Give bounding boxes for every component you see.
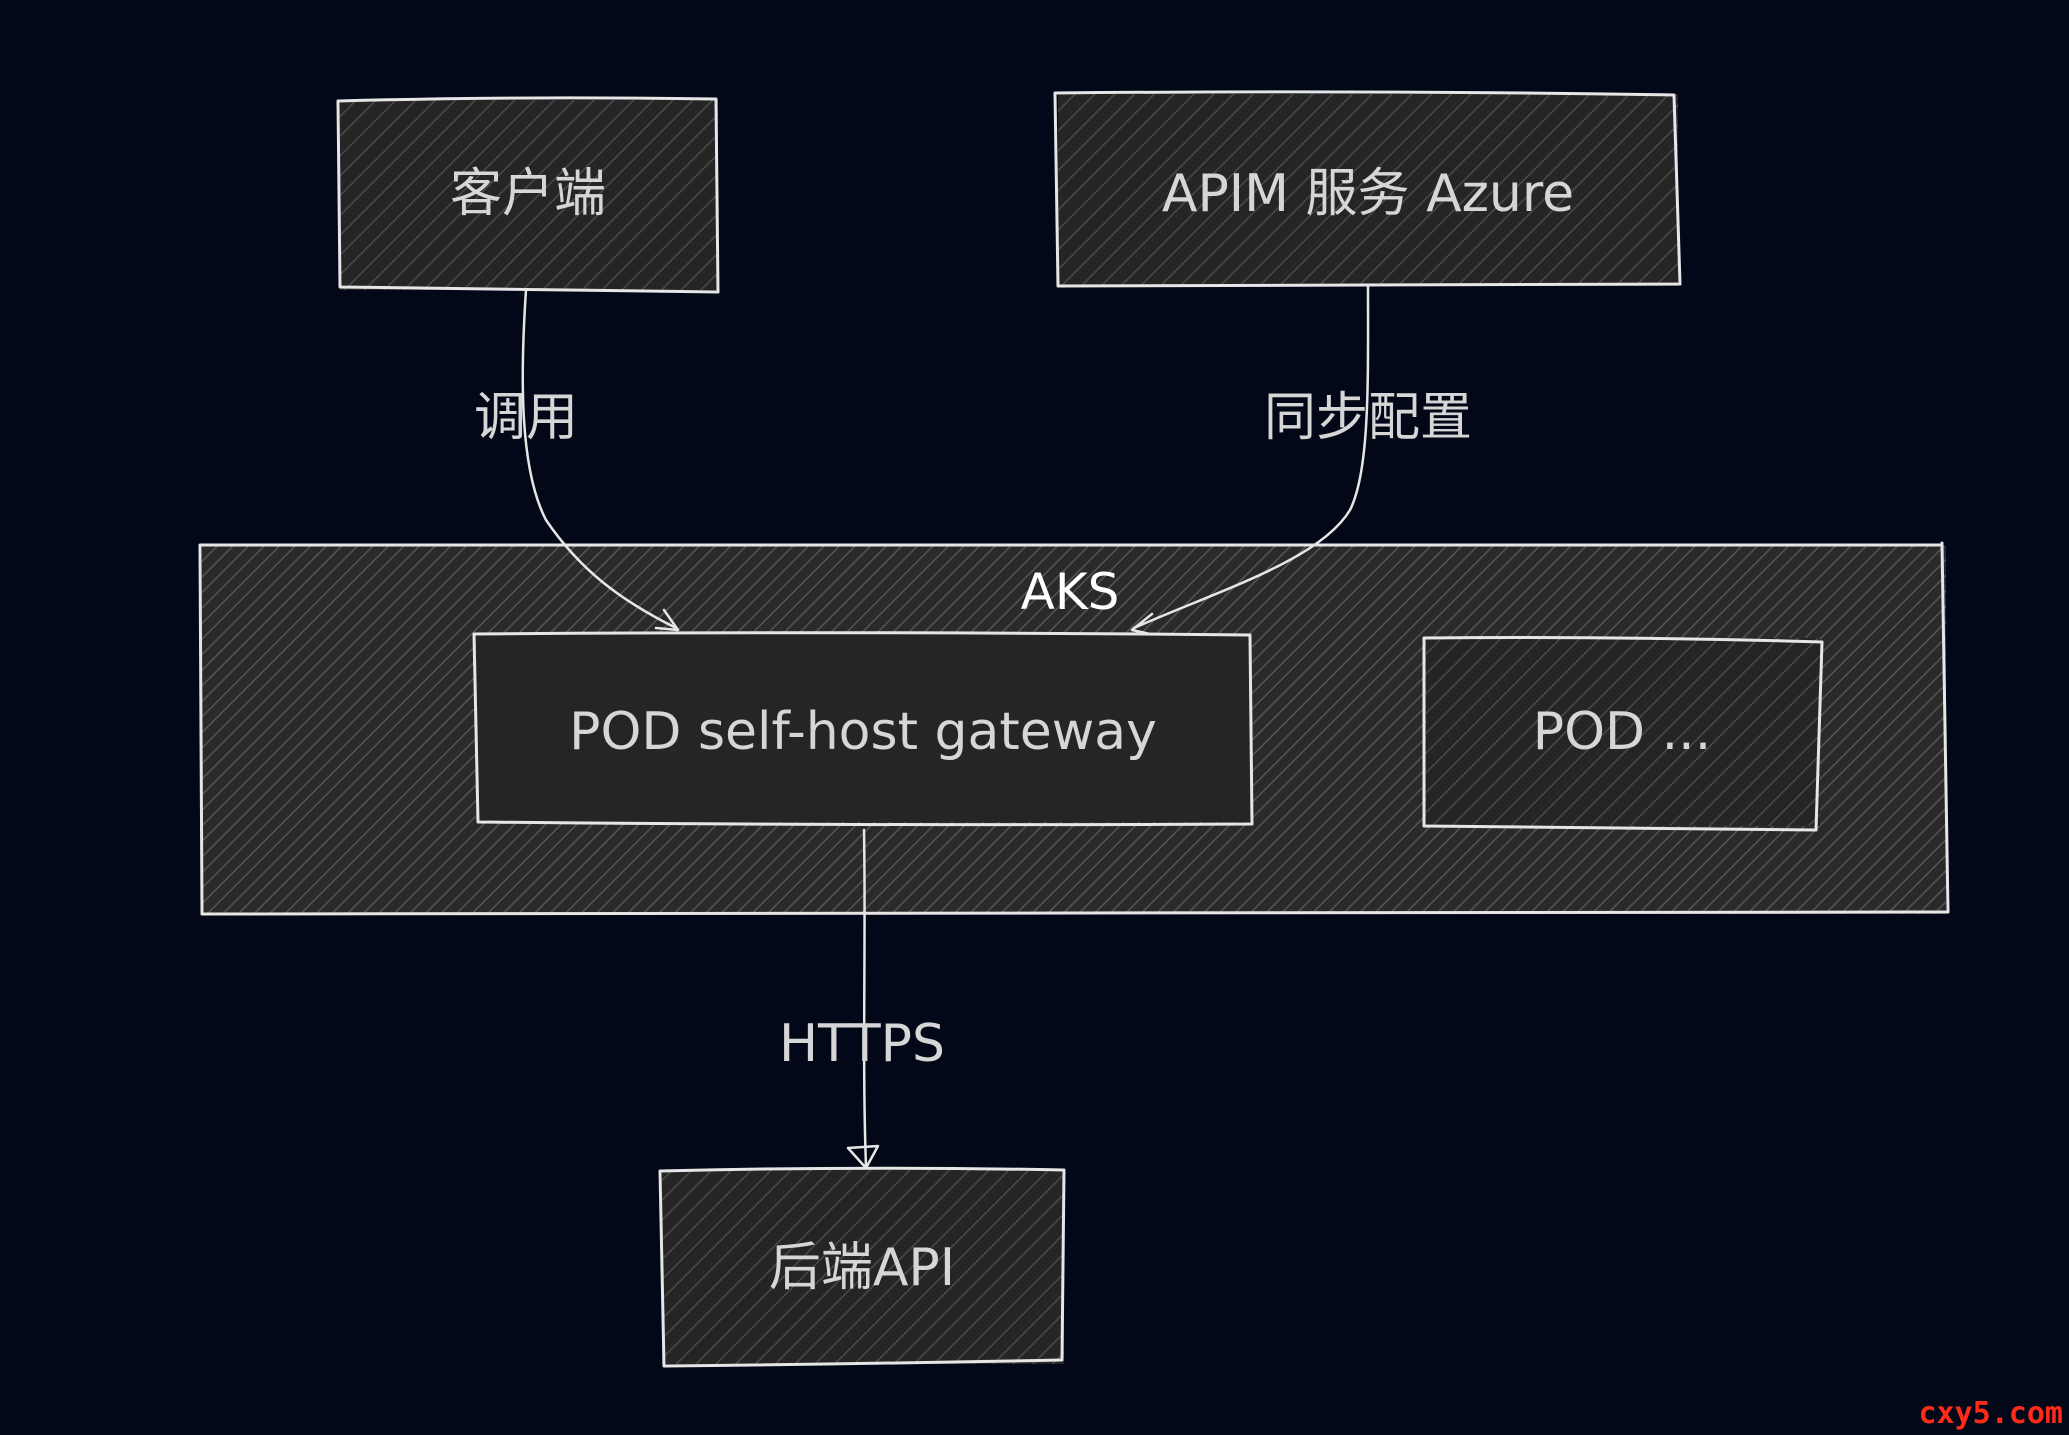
aks-label: AKS (1020, 563, 1120, 621)
gateway-label: POD self-host gateway (569, 702, 1157, 762)
edge-gateway-to-backend[interactable] (846, 828, 880, 1170)
arrowhead-icon (846, 1144, 880, 1170)
edge-label-https: HTTPS (778, 1014, 946, 1074)
backend-label: 后端API (768, 1238, 956, 1298)
gateway-node[interactable] (472, 631, 1254, 827)
backend-node[interactable] (658, 1166, 1066, 1368)
arrowhead-icon (654, 608, 680, 632)
client-node[interactable] (336, 96, 720, 294)
apim-label: APIM 服务 Azure (1161, 164, 1575, 224)
pod-other-node[interactable] (1422, 636, 1824, 832)
client-label: 客户端 (449, 164, 607, 224)
apim-node[interactable] (1053, 90, 1682, 288)
watermark: cxy5.com (1918, 1396, 2064, 1431)
edge-apim-to-gateway[interactable] (1130, 284, 1370, 636)
pod-other-label: POD ... (1532, 702, 1712, 762)
arrowhead-icon (1130, 612, 1154, 636)
edge-client-to-gateway[interactable] (521, 288, 680, 632)
edge-label-sync-config: 同步配置 (1263, 388, 1473, 448)
edge-label-call: 调用 (473, 388, 579, 448)
